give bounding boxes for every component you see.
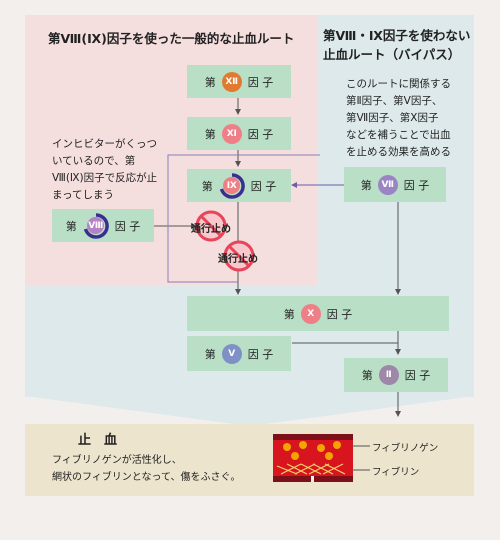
factor-xi-box: 第 Ⅺ 因 子	[187, 117, 291, 150]
bypass-route-panel	[317, 15, 474, 285]
factor-prefix: 第	[361, 369, 373, 382]
inhibitor-note-line: インヒビターがくっつ	[52, 138, 157, 150]
blood-clot-illustration	[273, 434, 353, 482]
inhibitor-note-line: いているので、第	[52, 155, 136, 167]
fibrin-label: フィブリン	[372, 467, 420, 478]
factor-suffix: 因 子	[247, 75, 274, 89]
bypass-route-title-line1: 第Ⅷ・Ⅸ因子を使わない	[323, 28, 471, 43]
factor-prefix: 第	[204, 75, 216, 89]
factor-vii-circle: Ⅶ	[377, 174, 398, 195]
standard-route-title: 第Ⅷ(Ⅸ)因子を使った一般的な止血ルート	[48, 31, 295, 46]
factor-vii-box: 第 Ⅶ 因 子	[344, 167, 446, 202]
inhibitor-note-line: Ⅷ(Ⅸ)因子で反応が止	[52, 172, 158, 184]
factor-prefix: 第	[201, 179, 213, 193]
stop-label-1: 通行止め	[191, 224, 231, 235]
factor-suffix: 因 子	[247, 347, 274, 361]
factor-suffix: 因 子	[326, 307, 353, 321]
factor-suffix: 因 子	[114, 219, 141, 233]
factor-ii-box: 第 Ⅱ 因 子	[344, 358, 448, 392]
stop-label-2: 通行止め	[218, 254, 258, 265]
factor-suffix: 因 子	[404, 369, 431, 382]
bypass-description-line: を止める効果を高める	[346, 146, 451, 158]
factor-prefix: 第	[65, 219, 77, 233]
hemostasis-line1: フィブリノゲンが活性化し、	[52, 455, 182, 466]
factor-xii-box: 第 Ⅻ 因 子	[187, 65, 291, 98]
factor-ix-circle: Ⅸ	[223, 177, 241, 194]
factor-suffix: 因 子	[403, 178, 430, 192]
factor-suffix: 因 子	[247, 127, 274, 141]
hemostasis-title: 止 血	[78, 433, 118, 448]
factor-ix-marker: Ⅸ	[219, 172, 245, 199]
factor-prefix: 第	[283, 307, 295, 321]
inhibitor-note: インヒビターがくっつ いているので、第 Ⅷ(Ⅸ)因子で反応が止 まってしまう	[52, 136, 182, 204]
factor-suffix: 因 子	[250, 179, 277, 193]
inhibitor-note-line: まってしまう	[52, 189, 115, 201]
no-entry-icon	[195, 210, 227, 242]
factor-prefix: 第	[360, 178, 372, 192]
hemostasis-line2: 網状のフィブリンとなって、傷をふさぐ。	[52, 472, 241, 483]
factor-viii-marker: Ⅷ	[83, 212, 109, 239]
factor-ix-box: 第 Ⅸ 因 子	[187, 169, 291, 202]
bypass-description-line: このルートに関係する	[346, 78, 451, 90]
factor-ii-circle: Ⅱ	[378, 365, 399, 385]
bypass-description-line: 第Ⅶ因子、第Ⅹ因子	[346, 112, 439, 124]
factor-x-circle: Ⅹ	[300, 303, 321, 324]
factor-prefix: 第	[204, 347, 216, 361]
fibrinogen-label: フィブリノゲン	[372, 443, 439, 454]
funnel-shape	[25, 396, 474, 424]
factor-v-circle: Ⅴ	[221, 343, 242, 364]
label-leader-lines	[352, 445, 370, 471]
factor-viii-box: 第 Ⅷ 因 子	[52, 209, 154, 242]
bypass-description-line: などを補うことで出血	[346, 129, 451, 141]
hemostasis-panel	[25, 424, 474, 496]
factor-xii-circle: Ⅻ	[221, 71, 242, 92]
bypass-description-line: 第Ⅱ因子、第Ⅴ因子、	[346, 95, 443, 107]
inhibitor-ring-icon	[83, 212, 109, 239]
factor-xi-circle: Ⅺ	[221, 123, 242, 144]
factor-viii-circle: Ⅷ	[87, 217, 105, 234]
bypass-description: このルートに関係する 第Ⅱ因子、第Ⅴ因子、 第Ⅶ因子、第Ⅹ因子 などを補うことで…	[346, 76, 472, 161]
factor-prefix: 第	[204, 127, 216, 141]
factor-v-box: 第 Ⅴ 因 子	[187, 336, 291, 371]
inhibitor-ring-icon	[219, 172, 245, 199]
factor-x-box: 第 Ⅹ 因 子	[187, 296, 449, 331]
no-entry-icon	[223, 240, 255, 272]
bypass-route-title-line2: 止血ルート（バイパス）	[323, 47, 461, 62]
